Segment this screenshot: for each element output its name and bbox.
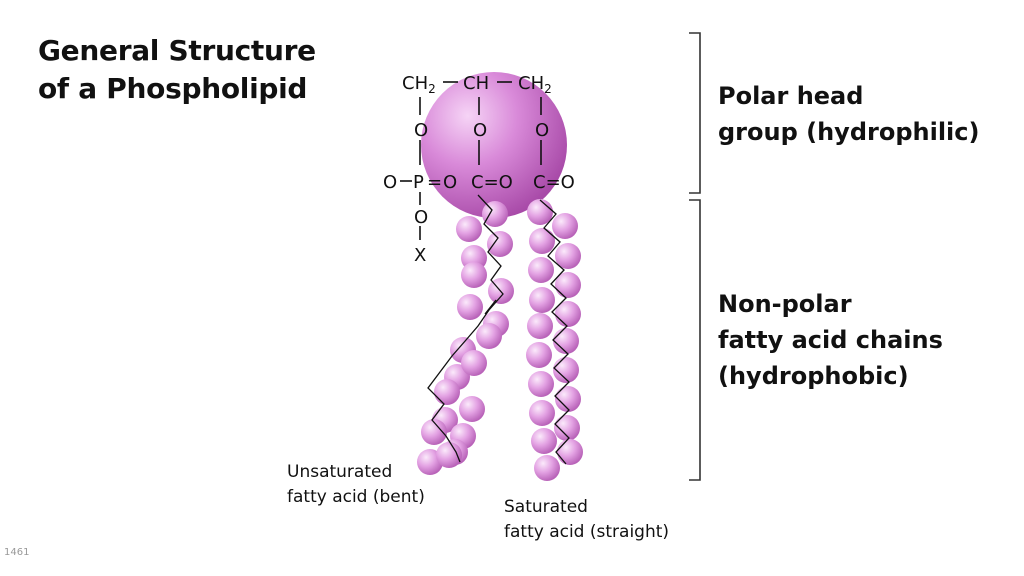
tail-unsat-bead [457, 294, 483, 320]
tail-unsat-bead [476, 323, 502, 349]
tail-sat-bead [534, 455, 560, 481]
watermark-text: 1461 [4, 547, 30, 558]
phosphate-oxygen-left: O [383, 172, 397, 193]
tail-bracket [689, 199, 701, 481]
tail-unsat-bead [461, 262, 487, 288]
title-line-1: General Structure [38, 34, 316, 67]
formula-bonds [400, 81, 542, 240]
tail-sat-bead [528, 257, 554, 283]
carbonyl-1: C=O [471, 172, 513, 193]
tail-sat-bead [557, 439, 583, 465]
phosphate-double-bond: = [427, 172, 442, 193]
page-title: General Structure of a Phospholipid [38, 32, 316, 108]
saturated-tail [526, 199, 583, 481]
unsaturated-label-line-2: fatty acid (bent) [287, 487, 425, 507]
tail-sat-bead [529, 400, 555, 426]
saturated-label-line-2: fatty acid (straight) [504, 522, 670, 542]
tail-unsat-bead [434, 379, 460, 405]
chemical-formula: CH2 CH CH2 O O O O P = O C=O C=O O X [383, 73, 575, 266]
polar-head-label-line-1: Polar head [718, 82, 864, 110]
polar-head-label-line-2: group (hydrophilic) [718, 118, 980, 146]
tail-sat-bead [531, 428, 557, 454]
nonpolar-tail-label: Non-polar fatty acid chains (hydrophobic… [718, 286, 943, 394]
x-group: X [414, 245, 426, 266]
nonpolar-label-line-2: fatty acid chains [718, 326, 943, 354]
tail-sat-bead [553, 357, 579, 383]
saturated-zigzag [539, 199, 570, 465]
head-bracket [689, 32, 701, 194]
tail-unsat-bead [436, 442, 462, 468]
tail-sat-bead [527, 313, 553, 339]
tail-sat-bead [555, 243, 581, 269]
double-bond-line [484, 299, 497, 315]
tail-sat-bead [552, 213, 578, 239]
title-line-2: of a Phospholipid [38, 72, 308, 105]
ch-middle: CH [463, 73, 489, 94]
nonpolar-label-line-1: Non-polar [718, 290, 852, 318]
oxygen-2: O [473, 120, 487, 141]
tail-unsat-bead [487, 231, 513, 257]
saturated-label: Saturated fatty acid (straight) [504, 495, 669, 545]
tail-sat-bead [526, 342, 552, 368]
tail-sat-bead [529, 287, 555, 313]
tail-sat-bead [529, 228, 555, 254]
phosphorus: P [413, 172, 424, 193]
tail-unsat-bead [421, 419, 447, 445]
ch2-right: CH2 [518, 73, 552, 96]
tail-sat-bead [553, 328, 579, 354]
phosphate-oxygen-right: O [443, 172, 457, 193]
phosphate-oxygen-bottom: O [414, 207, 428, 228]
nonpolar-label-line-3: (hydrophobic) [718, 362, 909, 390]
saturated-label-line-1: Saturated [504, 497, 588, 517]
tail-sat-bead [555, 386, 581, 412]
tail-unsat-bead [461, 350, 487, 376]
polar-head-sphere [421, 72, 567, 218]
unsaturated-label: Unsaturated fatty acid (bent) [287, 460, 425, 510]
tail-unsat-bead [482, 201, 508, 227]
tail-unsat-bead [456, 216, 482, 242]
ch2-left: CH2 [402, 73, 436, 96]
tail-sat-bead [528, 371, 554, 397]
oxygen-1: O [414, 120, 428, 141]
tail-sat-bead [554, 415, 580, 441]
unsaturated-label-line-1: Unsaturated [287, 462, 393, 482]
oxygen-3: O [535, 120, 549, 141]
polar-head-label: Polar head group (hydrophilic) [718, 78, 979, 150]
unsaturated-zigzag [427, 194, 504, 463]
tail-unsat-bead [459, 396, 485, 422]
tail-sat-bead [555, 272, 581, 298]
unsaturated-tail [417, 201, 514, 475]
carbonyl-2: C=O [533, 172, 575, 193]
